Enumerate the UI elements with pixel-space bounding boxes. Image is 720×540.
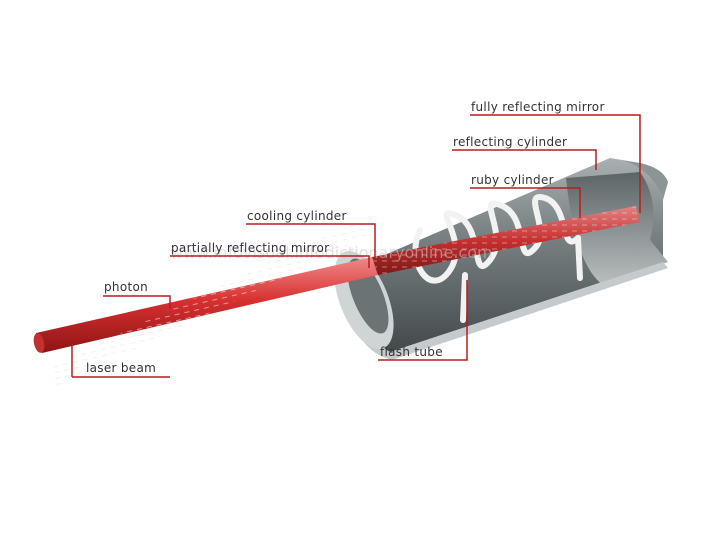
label-laser-beam: laser beam: [86, 361, 156, 375]
label-cooling-cylinder: cooling cylinder: [247, 209, 347, 223]
leader-lines: [71, 114, 641, 378]
label-fully-reflecting-mirror: fully reflecting mirror: [471, 100, 605, 114]
label-partially-reflecting-mirror: partially reflecting mirror: [171, 241, 329, 255]
leader-partially-reflecting-mirror: [170, 255, 370, 268]
label-flash-tube: flash tube: [380, 345, 443, 359]
ruby-cylinder-rod: [372, 206, 640, 275]
leader-flash-tube: [378, 280, 468, 361]
laser-beam: [33, 220, 378, 387]
cylinder-open-end: [346, 172, 668, 360]
leader-ruby-cylinder: [470, 187, 581, 218]
leader-photon: [103, 295, 171, 308]
leader-fully-reflecting-mirror: [470, 114, 641, 213]
leader-cooling-cylinder: [246, 223, 376, 258]
label-photon: photon: [104, 280, 148, 294]
label-ruby-cylinder: ruby cylinder: [471, 173, 554, 187]
watermark: www.infovisual.infodictionaryonline.com: [170, 243, 493, 262]
label-reflecting-cylinder: reflecting cylinder: [453, 135, 567, 149]
leader-reflecting-cylinder: [452, 149, 597, 170]
